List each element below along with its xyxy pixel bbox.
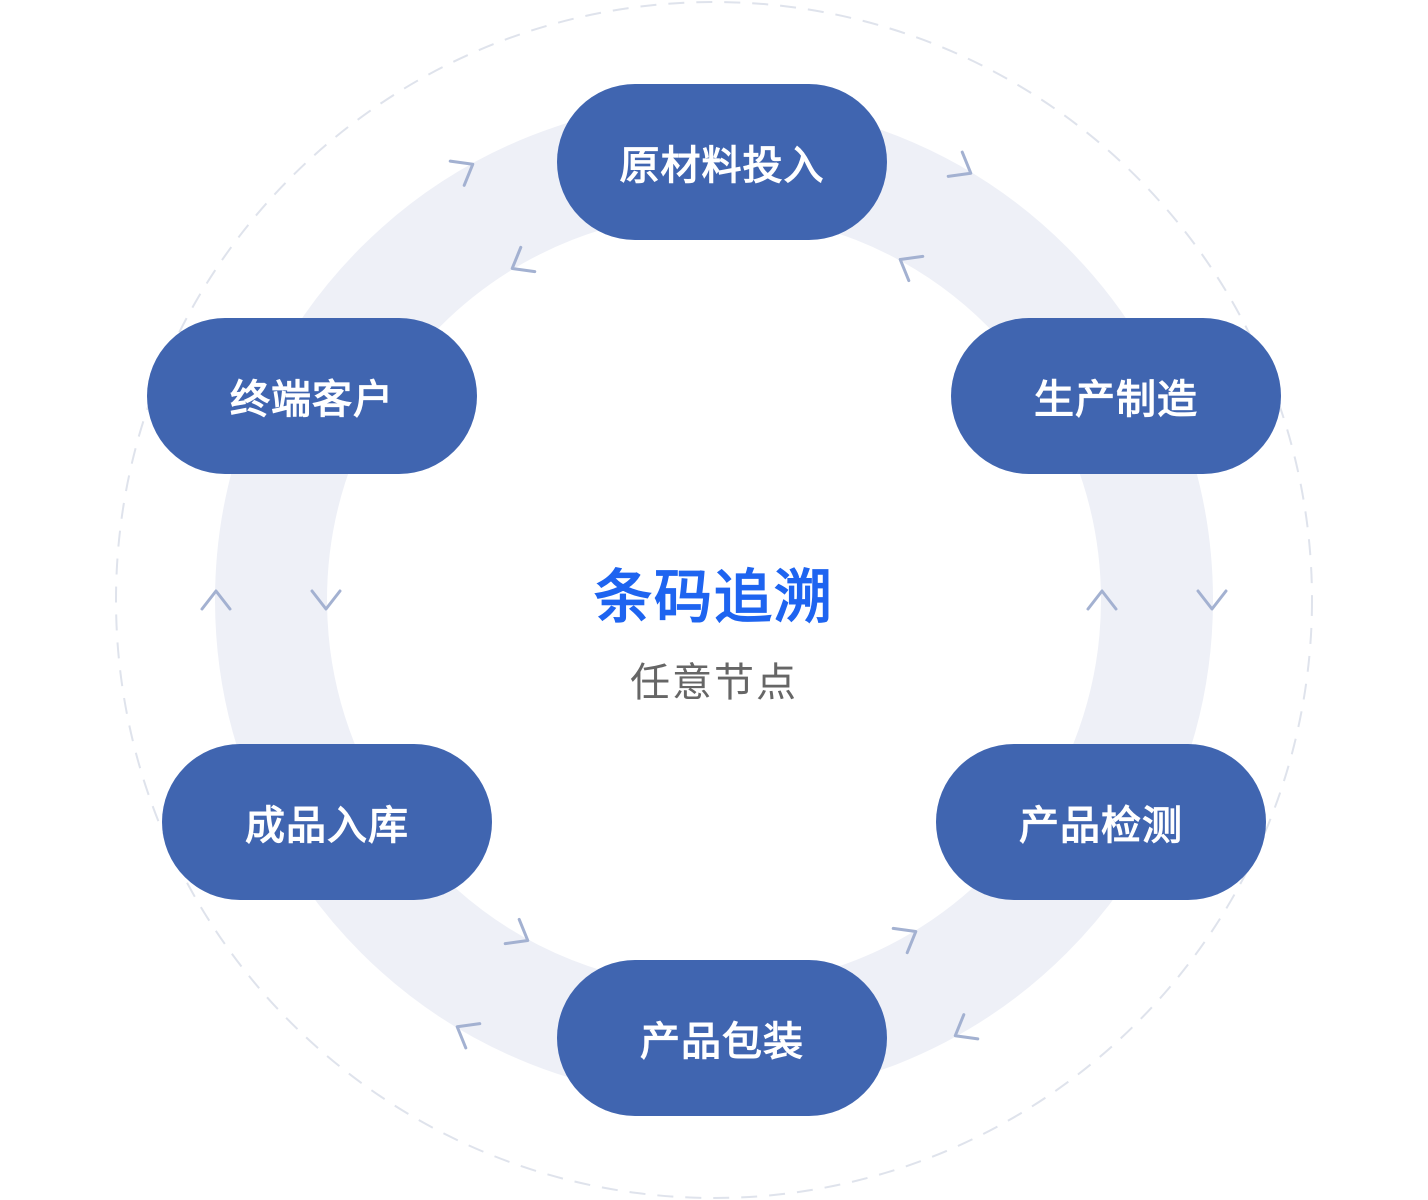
node-label: 原材料投入	[619, 143, 825, 189]
chevron-icon	[898, 254, 925, 283]
node-label: 产品包装	[640, 1019, 804, 1065]
node-label: 产品检测	[1019, 803, 1183, 849]
node-label: 终端客户	[230, 377, 394, 423]
node-production-manufacturing: 生产制造	[951, 318, 1281, 474]
chevron-icon	[448, 159, 475, 187]
chevron-icon	[503, 917, 530, 946]
chevron-icon	[1086, 589, 1118, 611]
center-subtitle: 任意节点	[630, 660, 798, 706]
node-label: 生产制造	[1034, 377, 1198, 423]
node-warehouse-storage: 成品入库	[162, 744, 492, 900]
chevron-icon	[946, 150, 973, 178]
chevron-icon	[200, 589, 232, 611]
chevron-icon	[310, 589, 342, 611]
chevron-icon	[510, 245, 537, 274]
node-product-packaging: 产品包装	[557, 960, 887, 1116]
outer-dashed-circle	[115, 1, 1313, 1199]
chevron-icon	[1196, 589, 1228, 611]
node-label: 成品入库	[245, 803, 409, 849]
chevron-icon	[455, 1022, 482, 1050]
node-raw-material-input: 原材料投入	[557, 84, 887, 240]
chevron-icon	[953, 1013, 980, 1041]
flow-chevrons	[200, 150, 1228, 1050]
node-end-customer: 终端客户	[147, 318, 477, 474]
chevron-icon	[891, 926, 918, 955]
center-title: 条码追溯	[593, 563, 834, 631]
node-product-inspection: 产品检测	[936, 744, 1266, 900]
